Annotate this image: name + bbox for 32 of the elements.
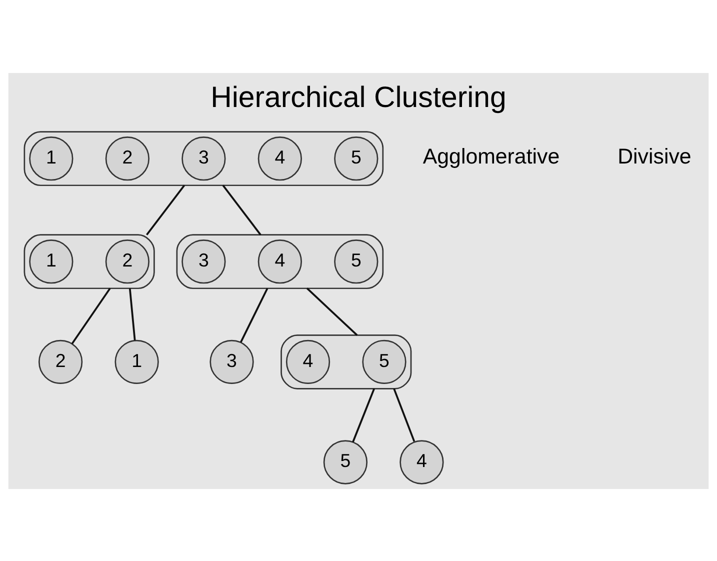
node-circle: 3 [182, 239, 226, 284]
cluster [176, 234, 384, 289]
connector [352, 388, 376, 442]
connector [393, 388, 416, 442]
label: Agglomerative [422, 144, 560, 168]
cluster [24, 234, 155, 289]
node-circle: 1 [29, 136, 74, 180]
cluster [24, 130, 384, 186]
node-circle: 2 [105, 239, 150, 284]
connector [306, 287, 358, 336]
node-circle: 2 [105, 136, 150, 180]
connector [146, 184, 186, 235]
node-circle: 5 [334, 136, 378, 180]
node-circle: 1 [29, 239, 74, 284]
connector [240, 287, 268, 342]
connector [222, 184, 262, 235]
cluster [280, 334, 412, 389]
node-circle: 4 [258, 136, 302, 180]
node-circle: 5 [323, 440, 368, 484]
diagram-title: Hierarchical Clustering [210, 80, 506, 114]
node-circle: 3 [182, 136, 226, 180]
node-circle: 4 [286, 339, 330, 384]
node-circle: 5 [334, 239, 378, 284]
connector [128, 288, 136, 340]
node-circle: 5 [362, 339, 406, 384]
node-circle: 4 [258, 239, 302, 284]
node-circle: 2 [38, 339, 83, 384]
node-circle: 3 [210, 339, 254, 384]
node-circle: 1 [114, 339, 159, 384]
node-circle: 4 [400, 440, 444, 484]
label: Divisive [618, 144, 692, 168]
connector [71, 287, 111, 344]
